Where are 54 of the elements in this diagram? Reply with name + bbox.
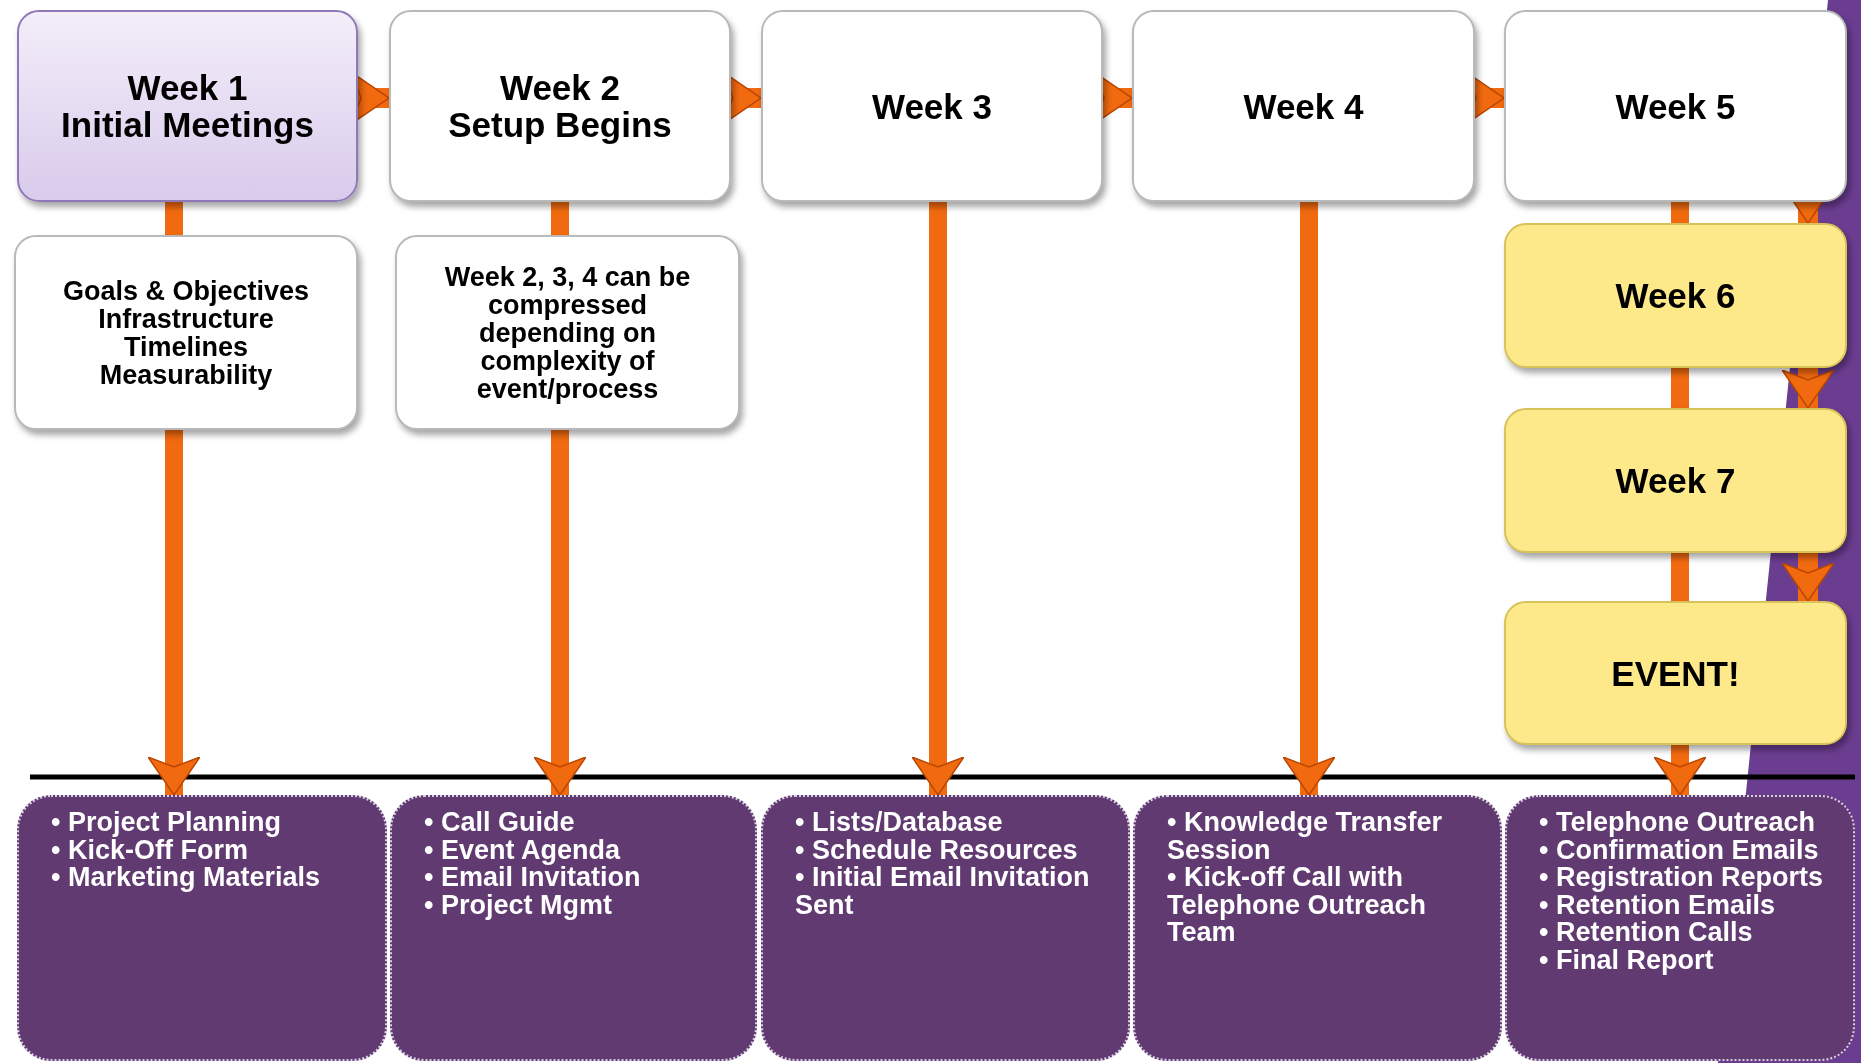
note-text: Measurability xyxy=(99,360,273,389)
arrow-connector xyxy=(1781,368,1835,409)
arrow-connector xyxy=(1781,553,1835,602)
task-item: • Kick-off Call with Telephone Outreach Team xyxy=(1167,864,1428,947)
task-list-panel xyxy=(390,795,757,1061)
task-item: • Schedule Resources xyxy=(795,836,1079,864)
step-box xyxy=(1504,601,1847,745)
task-item: • Confirmation Emails xyxy=(1539,836,1820,864)
step-box xyxy=(1504,408,1847,553)
step-title: Week 4 xyxy=(1243,87,1364,125)
step-box xyxy=(1132,10,1475,202)
step-title: Week 7 xyxy=(1615,462,1736,499)
step-box xyxy=(17,10,358,202)
step-box xyxy=(1504,10,1847,202)
note-text: Timelines xyxy=(123,332,249,361)
task-item: • Call Guide xyxy=(424,809,576,837)
task-list-panel xyxy=(1505,795,1855,1061)
task-item: • Retention Calls xyxy=(1539,919,1754,947)
step-title: Week 3 xyxy=(872,87,992,125)
task-item: • Initial Email Invitation Sent xyxy=(795,864,1091,919)
task-list-panel xyxy=(761,795,1130,1061)
note-text: Goals & Objectives xyxy=(62,276,310,305)
task-item: • Registration Reports xyxy=(1539,864,1824,892)
arrow-connector xyxy=(533,430,587,796)
task-item: • Project Mgmt xyxy=(424,891,613,919)
task-item: • Telephone Outreach xyxy=(1539,809,1816,837)
task-item: • Lists/Database xyxy=(795,809,1004,837)
task-item: • Marketing Materials xyxy=(51,864,322,892)
task-item: • Event Agenda xyxy=(424,836,622,864)
arrow-connector xyxy=(911,202,965,796)
step-title: Week 2 xyxy=(500,69,620,106)
step-title: Initial Meetings xyxy=(61,106,314,143)
step-box xyxy=(1504,223,1847,368)
step-box xyxy=(761,10,1103,202)
task-list-panel xyxy=(1133,795,1502,1061)
step-box xyxy=(389,10,731,202)
note-box xyxy=(395,235,740,430)
task-item: • Final Report xyxy=(1539,946,1715,974)
task-item: • Knowledge Transfer Session xyxy=(1167,809,1443,864)
arrow-connector xyxy=(1653,745,1707,796)
task-item: • Email Invitation xyxy=(424,864,642,892)
task-list-panel xyxy=(17,795,387,1061)
step-title: Week 1 xyxy=(127,69,248,106)
arrow-connector xyxy=(147,430,201,796)
step-title: Week 5 xyxy=(1615,87,1736,125)
task-item: • Project Planning xyxy=(51,809,282,837)
note-text: Week 2, 3, 4 can be compressed depending on complexity of event/process xyxy=(443,262,692,403)
step-title: Setup Begins xyxy=(448,106,672,143)
note-box xyxy=(14,235,358,430)
step-title: Week 6 xyxy=(1615,277,1736,314)
task-item: • Kick-Off Form xyxy=(51,836,248,864)
arrow-connector xyxy=(1282,202,1336,796)
step-title: EVENT! xyxy=(1611,654,1740,692)
task-item: • Retention Emails xyxy=(1539,891,1775,919)
